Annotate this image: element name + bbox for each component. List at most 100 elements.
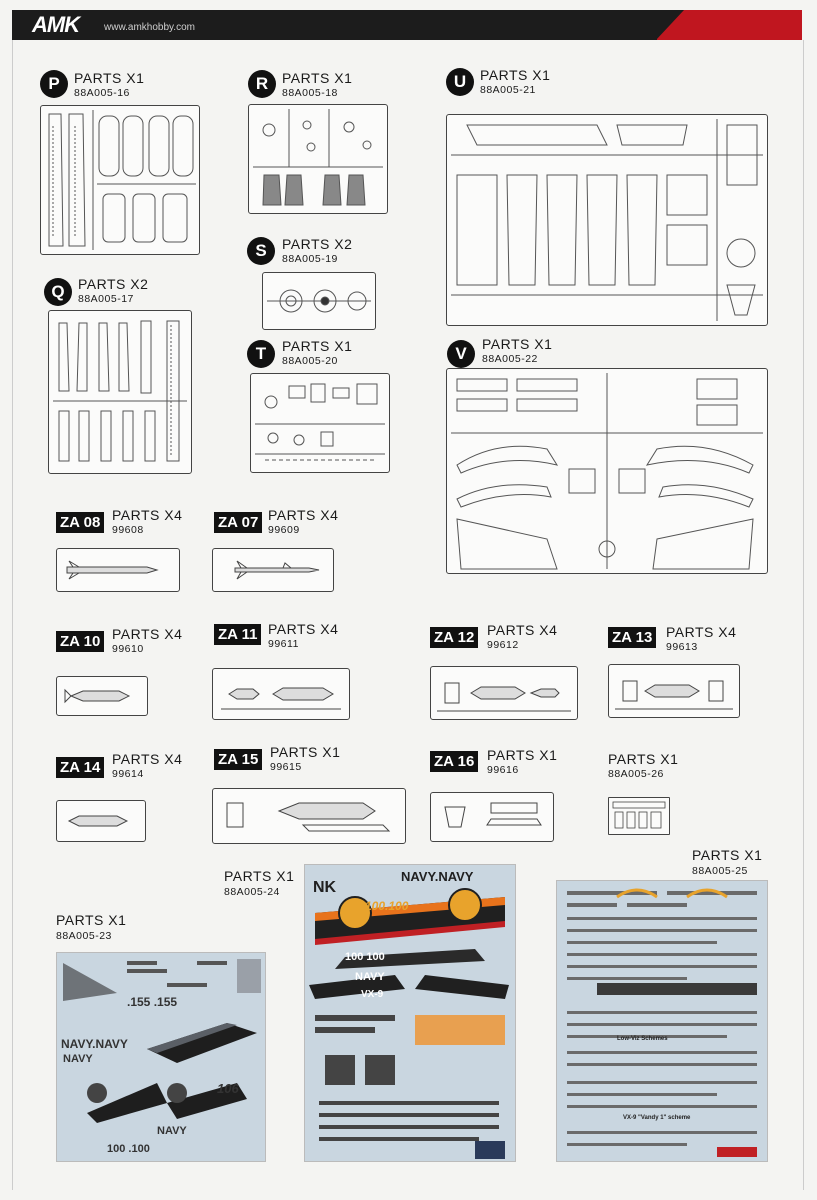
za16-parts xyxy=(444,802,542,828)
za10-bomb xyxy=(64,688,131,704)
za16-qty: PARTS X1 xyxy=(487,747,558,763)
sprue-v-parts xyxy=(451,373,763,570)
sprue-r-frame xyxy=(248,104,388,214)
za13-bomb xyxy=(615,680,733,710)
decal-24-text-4: NAVY xyxy=(355,971,385,983)
decal-23-code: 88A005-23 xyxy=(56,930,112,942)
decal-25-text-2: Low-Viz Schemes xyxy=(617,1036,668,1042)
decal-23-text-1: NAVY.NAVY xyxy=(61,1037,128,1051)
sprue-r-parts xyxy=(253,109,383,206)
decal-23-text-6: 100 .100 xyxy=(107,1143,150,1155)
sprue-s-parts xyxy=(267,289,371,313)
za11-pod xyxy=(221,687,341,710)
za07-missile xyxy=(234,560,320,580)
za07-qty: PARTS X4 xyxy=(268,507,339,523)
decal-24-text-2: 100.100 xyxy=(365,899,409,913)
sprue-t-frame xyxy=(250,373,390,473)
za08-missile xyxy=(66,560,159,580)
za16-code: 99616 xyxy=(487,764,519,776)
sprue-t-qty: PARTS X1 xyxy=(282,338,353,354)
za08-frame xyxy=(56,548,180,592)
sprue-v-frame xyxy=(446,368,768,574)
etch-fret xyxy=(608,797,670,835)
za14-qty: PARTS X4 xyxy=(112,751,183,767)
za13-frame xyxy=(608,664,740,718)
sprue-t-badge: T xyxy=(247,340,275,368)
decal-24-artwork xyxy=(309,888,509,1159)
decal-24-text-1: NAVY.NAVY xyxy=(401,869,474,884)
za07-code: 99609 xyxy=(268,524,300,536)
sprue-u-code: 88A005-21 xyxy=(480,84,536,96)
sprue-v-badge: V xyxy=(447,340,475,368)
sprue-s-badge: S xyxy=(247,237,275,265)
za11-badge: ZA 11 xyxy=(214,624,262,645)
decal-sheet-24: NAVY.NAVY 100.100 100 100 NAVY VX-9 NK xyxy=(304,864,516,1162)
za12-badge: ZA 12 xyxy=(430,627,479,648)
etch-code: 88A005-26 xyxy=(608,768,664,780)
za08-code: 99608 xyxy=(112,524,144,536)
za14-frame xyxy=(56,800,146,842)
decal-25-artwork xyxy=(567,888,757,1157)
decal-23-qty: PARTS X1 xyxy=(56,912,127,928)
za10-frame xyxy=(56,676,148,716)
decal-25-text-1: VX-9 "Vandy 1" scheme xyxy=(623,1115,691,1121)
sprue-q-parts xyxy=(53,320,187,462)
decal-24-text-6: NK xyxy=(313,879,337,896)
za10-badge: ZA 10 xyxy=(56,631,105,652)
sprue-p-qty: PARTS X1 xyxy=(74,70,145,86)
sprue-s-qty: PARTS X2 xyxy=(282,236,353,252)
za07-badge: ZA 07 xyxy=(214,512,263,533)
sprue-p-badge: P xyxy=(40,70,68,98)
za16-frame xyxy=(430,792,554,842)
za11-code: 99611 xyxy=(268,638,299,650)
sprue-t-parts xyxy=(255,383,385,461)
decal-25-qty: PARTS X1 xyxy=(692,847,763,863)
sprue-r-code: 88A005-18 xyxy=(282,87,338,99)
sprue-p-code: 88A005-16 xyxy=(74,87,130,99)
za12-qty: PARTS X4 xyxy=(487,622,558,638)
decal-23-text-5: NAVY xyxy=(157,1125,187,1137)
sprue-q-badge: Q xyxy=(44,278,72,306)
sprue-t-code: 88A005-20 xyxy=(282,355,338,367)
za15-badge: ZA 15 xyxy=(214,749,263,770)
za15-frame xyxy=(212,788,406,844)
sprue-q-qty: PARTS X2 xyxy=(78,276,149,292)
sprue-r-qty: PARTS X1 xyxy=(282,70,353,86)
za13-badge: ZA 13 xyxy=(608,627,657,648)
website-url: www.amkhobby.com xyxy=(104,22,195,33)
decal-23-artwork xyxy=(63,959,261,1123)
sprue-u-frame xyxy=(446,114,768,326)
etch-qty: PARTS X1 xyxy=(608,751,679,767)
decal-24-text-3: 100 100 xyxy=(345,951,385,963)
za10-code: 99610 xyxy=(112,643,144,655)
za10-qty: PARTS X4 xyxy=(112,626,183,642)
sprue-r-badge: R xyxy=(248,70,276,98)
decal-23-text-2: .155 .155 xyxy=(127,995,178,1009)
sprue-v-code: 88A005-22 xyxy=(482,353,538,365)
za08-qty: PARTS X4 xyxy=(112,507,183,523)
amk-logo: AMK xyxy=(32,12,80,37)
za14-badge: ZA 14 xyxy=(56,757,105,778)
za12-bomb xyxy=(437,682,571,712)
za12-code: 99612 xyxy=(487,639,519,651)
decal-sheet-23: NAVY.NAVY .155 .155 NAVY 106 NAVY 100 .1… xyxy=(56,952,266,1162)
za13-qty: PARTS X4 xyxy=(666,624,737,640)
sprue-u-qty: PARTS X1 xyxy=(480,67,551,83)
decal-23-text-4: 106 xyxy=(217,1081,239,1096)
decal-24-code: 88A005-24 xyxy=(224,886,280,898)
decal-23-text-3: NAVY xyxy=(63,1053,93,1065)
sprue-v-qty: PARTS X1 xyxy=(482,336,553,352)
za08-badge: ZA 08 xyxy=(56,512,105,533)
za11-frame xyxy=(212,668,350,720)
sprue-s-code: 88A005-19 xyxy=(282,253,338,265)
za16-badge: ZA 16 xyxy=(430,751,479,772)
sprue-s-frame xyxy=(262,272,376,330)
za15-qty: PARTS X1 xyxy=(270,744,341,760)
za12-frame xyxy=(430,666,578,720)
za14-code: 99614 xyxy=(112,768,144,780)
za07-frame xyxy=(212,548,334,592)
sprue-q-code: 88A005-17 xyxy=(78,293,134,305)
za14-bomb xyxy=(67,815,129,827)
decal-sheet-25: VX-9 "Vandy 1" scheme Low-Viz Schemes xyxy=(556,880,768,1162)
sprue-u-parts xyxy=(451,119,763,321)
